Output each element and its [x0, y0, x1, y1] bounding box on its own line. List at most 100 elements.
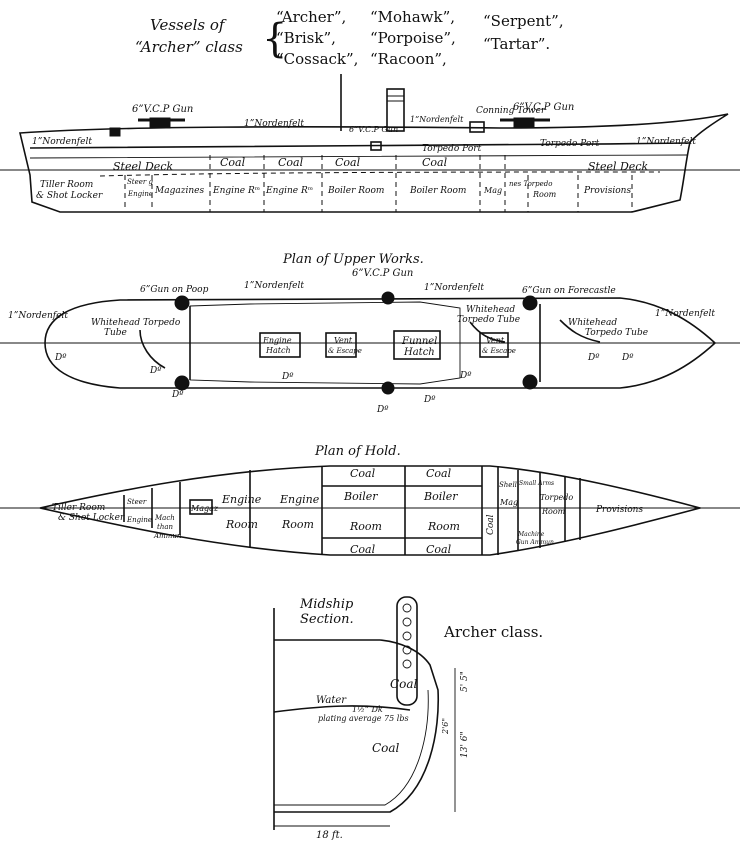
- upper-nord-1-label: 1”Nordenfelt: [8, 311, 68, 321]
- hold-tiller-label: Tiller Room: [52, 503, 105, 513]
- hold-engine-2-label: Engine: [279, 493, 320, 506]
- midship-dim-small: 2'6": [441, 718, 450, 735]
- midship-dim-upper: 5' 5": [460, 671, 470, 692]
- aft-deckhouse-icon: [109, 127, 121, 137]
- upper-gun-icons: [174, 291, 538, 395]
- hold-room-2-label: Room: [281, 518, 314, 531]
- funnel-casing: [370, 141, 382, 151]
- hold-coal-d: Coal: [426, 543, 452, 556]
- profile-nord-fwd-label: 1”Nordenfelt: [636, 137, 696, 147]
- upper-hull-outline: [44, 297, 717, 389]
- profile-conning-label: Conning Tower: [476, 106, 546, 116]
- upper-do-8: Dº: [587, 353, 600, 363]
- midship-class-label: Archer class.: [443, 623, 543, 641]
- upper-inner-deck: [189, 301, 461, 385]
- upper-do-4: Dº: [281, 372, 294, 382]
- hold-engine-1-label: Engine: [221, 493, 262, 506]
- engine-hatch-label-b: Hatch: [265, 346, 291, 355]
- hold-shell-label: Shell: [499, 481, 517, 489]
- profile-coal-3: Coal: [335, 156, 361, 169]
- hold-steer-label: Steer: [127, 498, 147, 506]
- midship-hull-section: [274, 639, 440, 813]
- header-line1: Vessels of: [150, 16, 227, 34]
- brace-glyph: {: [262, 16, 287, 62]
- profile-engine-small-label: Engine: [127, 190, 153, 198]
- upper-works-title: Plan of Upper Works.: [282, 252, 424, 267]
- hold-room-3-label: Room: [349, 520, 382, 533]
- ship-name-serpent: “Serpent”,: [483, 12, 564, 30]
- profile-nes-torpedo-label: nes Torpedo: [509, 180, 552, 188]
- vent-2-label-b: & Escape: [482, 347, 516, 355]
- ship-name-porpoise: “Porpoise”,: [370, 29, 456, 47]
- ship-name-archer: “Archer”,: [276, 8, 346, 26]
- hold-gun-ammun-label: Gun Ammun: [516, 539, 554, 546]
- hold-shot-label: & Shot Locker: [58, 513, 125, 523]
- header-line2: “Archer” class: [135, 38, 243, 56]
- profile-tiller-label: Tiller Room: [40, 180, 93, 190]
- upper-do-3: Dº: [171, 390, 184, 400]
- engine-hatch: [259, 332, 301, 358]
- profile-torpedo-port-b: Torpedo Port: [540, 139, 600, 149]
- ship-name-racoon: “Racoon”,: [370, 50, 447, 68]
- profile-torpedo-port-a: Torpedo Port: [422, 144, 482, 154]
- midship-coal-lower: Coal: [372, 741, 400, 755]
- aft-gun-icon: [138, 117, 185, 129]
- profile-gun-mid-label: 6”V.C.P Gun: [349, 125, 398, 134]
- profile-engine-r2-label: Engine Rᵐ: [265, 186, 313, 196]
- hold-room-5-label: Room: [541, 507, 566, 516]
- hold-coal-vertical: Coal: [486, 514, 496, 535]
- profile-boiler-r2-label: Boiler Room: [409, 186, 466, 196]
- upper-deck-line: [29, 142, 691, 149]
- torpedo-arc-mid: [469, 321, 506, 343]
- profile-coal-2: Coal: [278, 156, 304, 169]
- midship-title-b: Section.: [300, 612, 354, 627]
- hold-than-label: than: [157, 523, 173, 531]
- midship-dim-width: 18 ft.: [316, 830, 343, 841]
- hold-machine-label: Machine: [517, 531, 545, 538]
- midship-inner-skin: [274, 689, 429, 806]
- profile-nord-aft-label: 1”Nordenfelt: [32, 137, 92, 147]
- frame-post-holes: [402, 603, 412, 669]
- vent-escape-2: [479, 332, 509, 358]
- profile-room-label: Room: [532, 190, 557, 199]
- hold-coal-b: Coal: [426, 467, 452, 480]
- hold-plan: Plan of Hold. Tiller Room & Shot Locker …: [0, 444, 740, 556]
- midship-title-a: Midship: [299, 597, 354, 612]
- midship-dim-depth: 13' 6": [460, 731, 470, 758]
- hold-bulkheads: [123, 466, 581, 555]
- hold-hull-outline: [39, 465, 704, 556]
- hold-magazine-box: [189, 499, 213, 515]
- upper-wt-aft-a: Whitehead Torpedo: [91, 318, 181, 328]
- midship-section: Midship Section. Archer class. Coal Coal…: [273, 596, 543, 841]
- profile-engine-r1-label: Engine Rᵐ: [212, 186, 260, 196]
- profile-coal-1: Coal: [220, 156, 246, 169]
- engine-hatch-label-a: Engine: [262, 336, 292, 345]
- conning-tower-icon: [469, 121, 485, 133]
- sheer-line: [29, 154, 689, 159]
- midship-water-label: Water: [316, 695, 347, 706]
- upper-works-plan: Plan of Upper Works. 6”Gun on Poop 6”V.C…: [0, 252, 740, 415]
- hold-room-1-label: Room: [225, 518, 258, 531]
- profile-hull-outline: [19, 113, 729, 213]
- torpedo-arc-aft: [139, 329, 166, 369]
- upper-do-2: Dº: [149, 366, 162, 376]
- upper-do-7: Dº: [459, 371, 472, 381]
- hold-boiler-2-label: Boiler: [423, 490, 458, 503]
- upper-do-9: Dº: [621, 353, 634, 363]
- profile-steer-label: Steer g: [127, 178, 153, 186]
- upper-wt-aft-b: Tube: [104, 328, 127, 338]
- upper-wt-mid-a: Whitehead: [466, 305, 515, 315]
- upper-nord-4-label: 1”Nordenfelt: [655, 309, 715, 319]
- midship-plating-a: 1½” Dk: [352, 705, 383, 714]
- profile-coal-4: Coal: [422, 156, 448, 169]
- vent-1-label-a: Vent: [334, 336, 353, 345]
- upper-gun-center-label: 6”V.C.P Gun: [352, 268, 413, 279]
- torpedo-arc-fwd: [559, 319, 601, 343]
- hold-engine-s-label: Engine: [126, 516, 152, 524]
- ship-name-tartar: “Tartar”.: [483, 35, 550, 53]
- vent-2-label-a: Vent: [486, 336, 505, 345]
- upper-gun-forecastle-label: 6”Gun on Forecastle: [522, 286, 616, 296]
- hold-boiler-1-label: Boiler: [343, 490, 378, 503]
- vent-escape-1: [325, 332, 357, 358]
- profile-nord-mid-label: 1”Nordenfelt: [244, 119, 304, 129]
